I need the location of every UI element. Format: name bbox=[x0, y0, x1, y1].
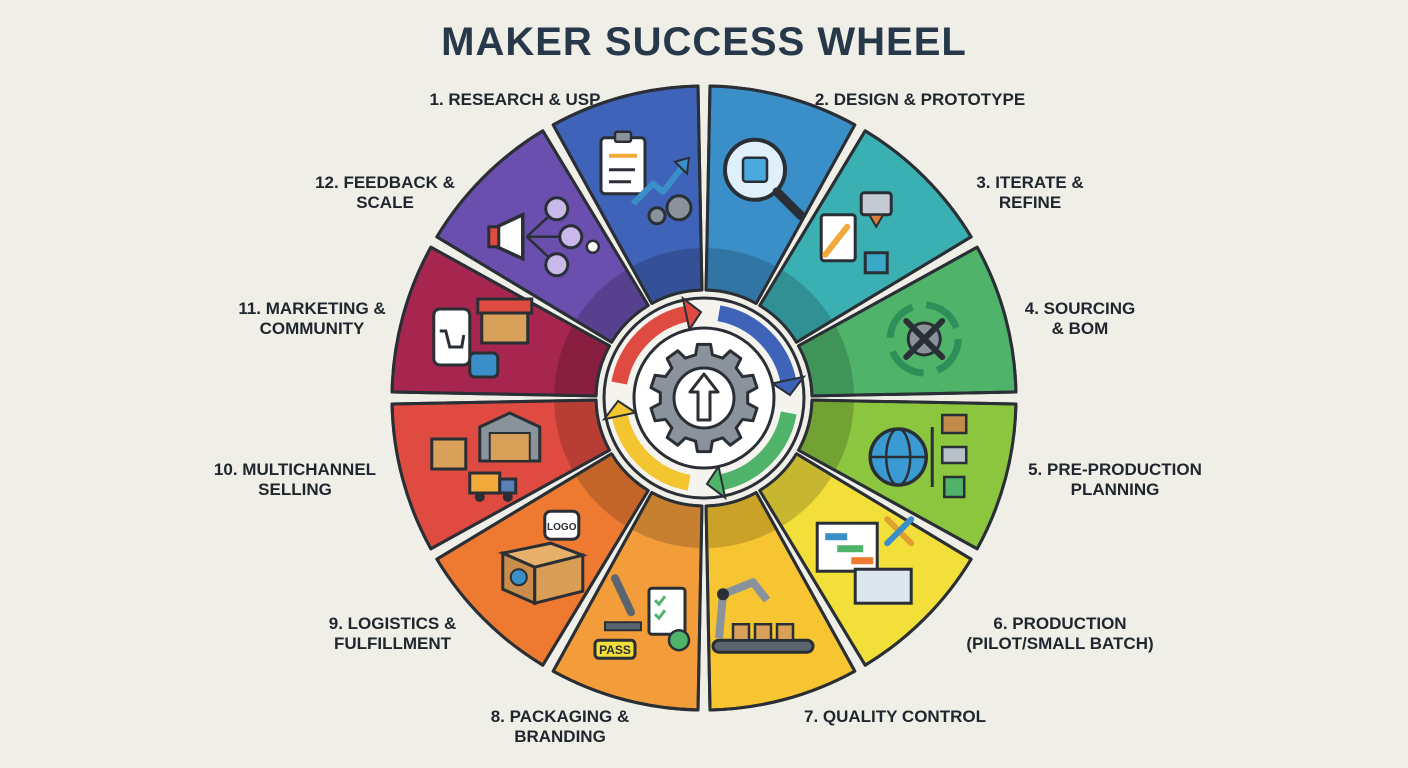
step-label-6: 6. PRODUCTION(PILOT/SMALL BATCH) bbox=[966, 614, 1154, 653]
step-label-9: 9. LOGISTICS &FULFILLMENT bbox=[328, 614, 457, 653]
step-label-1: 1. RESEARCH & USP bbox=[429, 90, 601, 109]
step-label-2: 2. DESIGN & PROTOTYPE bbox=[814, 90, 1026, 109]
wheel-segment-6 bbox=[704, 491, 857, 712]
robot-arm-conveyor-icon bbox=[711, 578, 815, 654]
microscope-checklist-icon: PASS bbox=[593, 574, 691, 660]
step-label-3: 3. ITERATE &REFINE bbox=[976, 173, 1084, 212]
warehouse-truck-icon bbox=[430, 411, 542, 503]
megaphone-network-icon bbox=[487, 196, 601, 278]
review-growth-icon bbox=[599, 130, 693, 226]
step-label-7: 7. QUALITY CONTROL bbox=[804, 707, 986, 726]
gear-arrow-up-icon bbox=[649, 342, 759, 454]
3d-printer-sketch-icon bbox=[819, 191, 893, 275]
step-label-4: 4. SOURCING& BOM bbox=[1024, 299, 1136, 338]
step-label-8: 8. PACKAGING &BRANDING bbox=[490, 707, 630, 746]
gantt-blueprint-icon bbox=[815, 516, 915, 605]
storefront-cart-icon bbox=[432, 297, 534, 379]
box-logo-icon: LOGO bbox=[497, 509, 588, 606]
step-label-12: 12. FEEDBACK &SCALE bbox=[315, 173, 455, 212]
page-title: MAKER SUCCESS WHEEL bbox=[441, 20, 967, 64]
iterate-tools-icon bbox=[886, 301, 962, 377]
logo-badge: LOGO bbox=[547, 522, 577, 533]
wheel-segment-2 bbox=[758, 129, 973, 344]
magnifier-puzzle-icon bbox=[723, 137, 806, 221]
pass-stamp: PASS bbox=[599, 643, 631, 657]
globe-materials-icon bbox=[868, 413, 968, 499]
step-label-11: 11. MARKETING &COMMUNITY bbox=[238, 299, 386, 338]
